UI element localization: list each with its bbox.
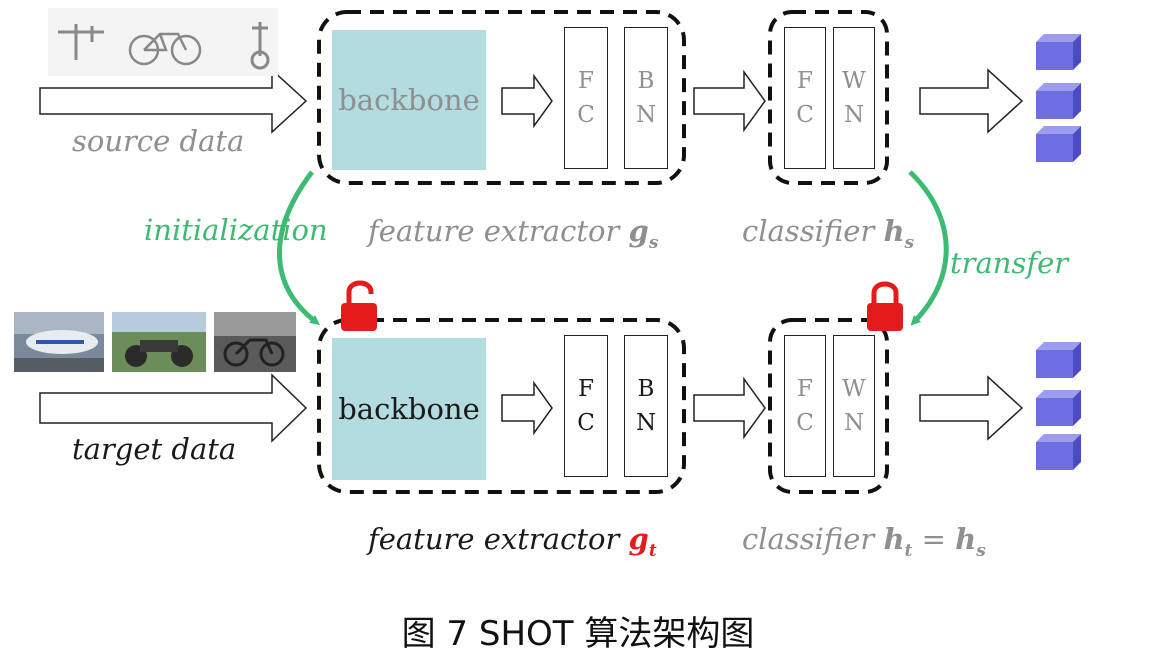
motorbike-sketch-image (250, 22, 270, 70)
cube-icon (1036, 83, 1081, 119)
target-input-arrow (39, 373, 308, 443)
source-feature-extractor-box (317, 10, 686, 185)
figure-caption: 图 7 SHOT 算法架构图 (401, 614, 755, 654)
target-backbone: backbone (332, 338, 486, 480)
source-classifier-box (768, 10, 889, 185)
source-classifier-wn-layer: W N (833, 27, 875, 169)
motorbike-photo-image (112, 312, 206, 372)
target-classifier-box (768, 318, 889, 494)
unlocked-lock-icon (341, 280, 377, 331)
target-classifier-caption: classifier ht = hs (742, 522, 986, 561)
target-fc-layer: F C (564, 335, 608, 477)
target-classifier-fc-layer: F C (784, 335, 826, 477)
transfer-arrow (908, 170, 949, 326)
initialization-arrow (277, 170, 320, 326)
target-extractor-caption: feature extractor gt (368, 522, 657, 561)
cube-icon (1036, 126, 1081, 162)
initialization-label: initialization (144, 213, 328, 247)
target-bn-layer: B N (624, 335, 668, 477)
cube-icon (1036, 34, 1081, 70)
source-extractor-caption: feature extractor gs (368, 214, 659, 253)
source-backbone: backbone (332, 30, 486, 170)
source-classifier-caption: classifier hs (742, 214, 915, 253)
arrow-classifier-to-output-top (919, 68, 1024, 134)
transfer-label: transfer (950, 246, 1069, 280)
locked-lock-icon (867, 281, 903, 331)
cube-icon (1036, 342, 1081, 378)
bicycle-photo-image (214, 312, 296, 372)
source-data-label: source data (72, 124, 245, 158)
source-input-arrow (39, 68, 308, 134)
target-data-label: target data (72, 432, 237, 466)
arrow-extractor-to-classifier-bottom (693, 376, 766, 440)
airplane-photo-image (14, 312, 104, 372)
arrow-backbone-to-fc-top (501, 73, 553, 129)
cube-icon (1036, 434, 1081, 470)
target-feature-extractor-box (317, 318, 686, 494)
arrow-extractor-to-classifier-top (693, 69, 766, 133)
airplane-sketch-image (58, 24, 104, 60)
output-cubes-top (1036, 34, 1081, 162)
arrow-backbone-to-fc-bottom (501, 380, 553, 436)
cube-icon (1036, 390, 1081, 426)
target-classifier-wn-layer: W N (833, 335, 875, 477)
source-fc-layer: F C (564, 27, 608, 169)
source-bn-layer: B N (624, 27, 668, 169)
source-classifier-fc-layer: F C (784, 27, 826, 169)
target-images (14, 312, 296, 372)
bicycle-sketch-image (128, 32, 202, 66)
arrow-classifier-to-output-bottom (919, 375, 1024, 441)
source-images (48, 8, 278, 76)
output-cubes-bottom (1036, 342, 1081, 470)
